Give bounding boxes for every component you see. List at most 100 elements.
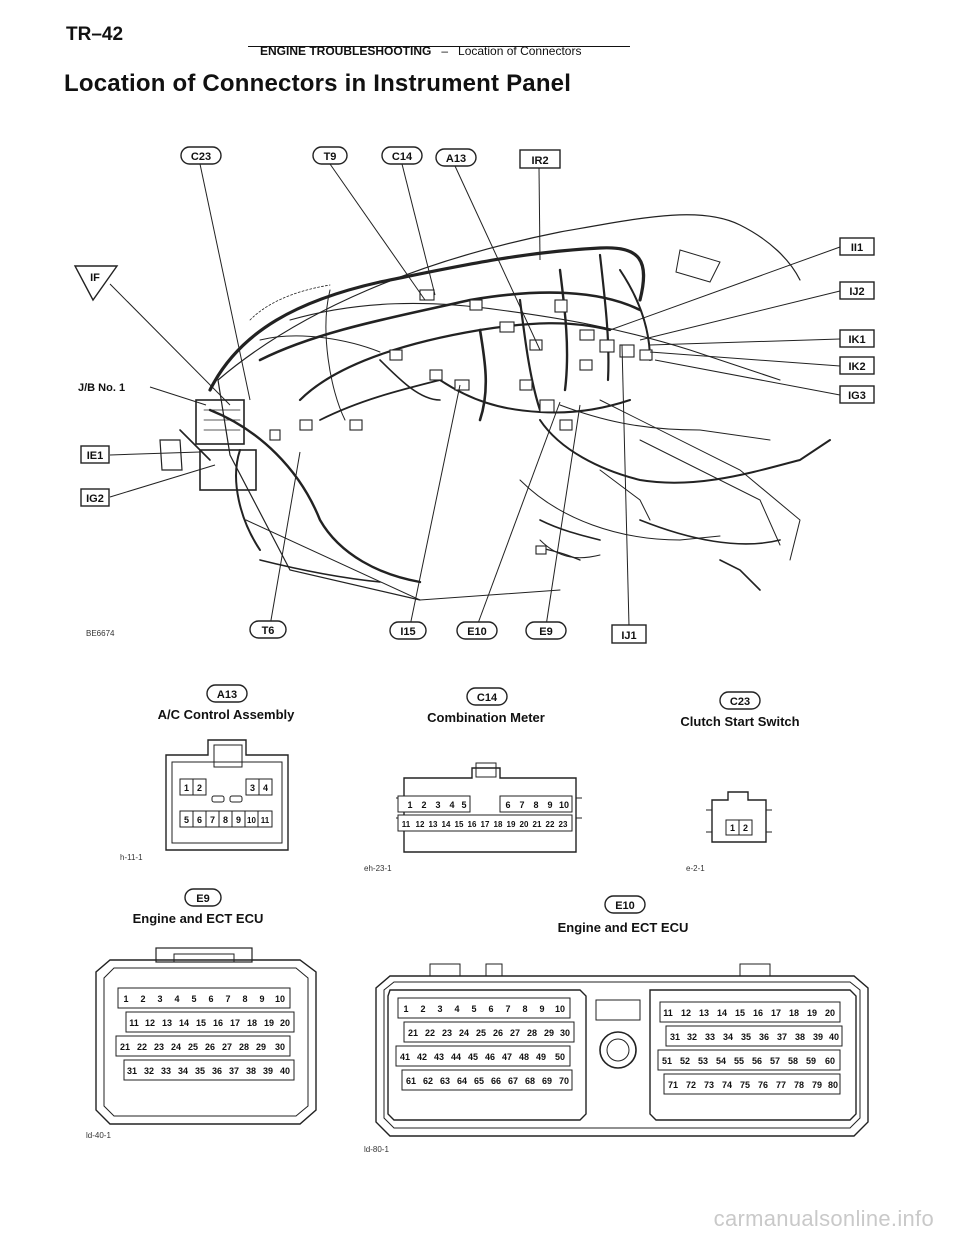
e9-pin: 1 <box>123 994 128 1004</box>
c14-code: C14 <box>477 692 498 704</box>
e10-pin: 49 <box>536 1052 546 1062</box>
e9-pin: 12 <box>145 1018 155 1028</box>
e10-pin: 23 <box>442 1028 452 1038</box>
c23-pin: 1 <box>730 823 735 833</box>
e10-pin: 10 <box>555 1004 565 1014</box>
e9-pin: 29 <box>256 1042 266 1052</box>
label-ie1: IE1 <box>87 450 104 462</box>
c14-pin: 12 <box>416 820 425 829</box>
e10-pin: 42 <box>417 1052 427 1062</box>
e10-pin: 29 <box>544 1028 554 1038</box>
e9-pin: 22 <box>137 1042 147 1052</box>
e9-pin: 31 <box>127 1066 137 1076</box>
e10-pin: 78 <box>794 1080 804 1090</box>
label-ir2: IR2 <box>531 155 548 167</box>
e10-pin: 53 <box>698 1056 708 1066</box>
label-c23: C23 <box>191 151 211 163</box>
page-number: TR–42 <box>66 24 124 45</box>
a13-pin: 9 <box>236 815 241 825</box>
e10-pin: 61 <box>406 1076 416 1086</box>
e10-pin: 45 <box>468 1052 478 1062</box>
label-jb-no1: J/B No. 1 <box>78 382 125 394</box>
c14-pin: 9 <box>547 800 552 810</box>
e9-pin: 16 <box>213 1018 223 1028</box>
e9-code: E9 <box>196 893 209 905</box>
c14-name: Combination Meter <box>427 710 545 725</box>
e10-pin: 54 <box>716 1056 726 1066</box>
e10-code: E10 <box>615 900 635 912</box>
e9-pin: 39 <box>263 1066 273 1076</box>
e9-pin: 19 <box>264 1018 274 1028</box>
e10-pin: 6 <box>488 1004 493 1014</box>
e9-pin: 18 <box>247 1018 257 1028</box>
c14-pin: 2 <box>421 800 426 810</box>
e9-code-badge <box>184 888 222 907</box>
dashboard-illustration <box>159 214 831 601</box>
c14-pin: 20 <box>520 820 529 829</box>
connector-e9: E9 Engine and ECT ECU 1 2 3 4 5 6 7 8 9 … <box>86 888 317 1140</box>
e10-pin: 19 <box>807 1008 817 1018</box>
a13-name: A/C Control Assembly <box>158 707 296 722</box>
a13-code-badge <box>206 684 248 703</box>
connector-c14: C14 Combination Meter 1 2 3 4 5 6 7 8 9 … <box>364 687 582 873</box>
e10-pin: 71 <box>668 1080 678 1090</box>
e10-pin: 56 <box>752 1056 762 1066</box>
e9-ref: ld-40-1 <box>86 1131 111 1140</box>
label-t6: T6 <box>262 625 275 637</box>
a13-pin: 2 <box>197 783 202 793</box>
c14-pin: 22 <box>546 820 555 829</box>
e9-pin: 26 <box>205 1042 215 1052</box>
subsection-title: Location of Connectors <box>458 44 582 58</box>
c14-pin: 3 <box>435 800 440 810</box>
e10-pin: 60 <box>825 1056 835 1066</box>
c14-pin: 23 <box>559 820 568 829</box>
c23-pin: 2 <box>743 823 748 833</box>
diagram-ref-code: BE6674 <box>86 629 115 638</box>
callout-shapes <box>73 146 875 644</box>
label-t9: T9 <box>324 151 337 163</box>
e9-pin: 32 <box>144 1066 154 1076</box>
label-e10: E10 <box>467 626 487 638</box>
e9-pin: 30 <box>275 1042 285 1052</box>
e10-pin: 68 <box>525 1076 535 1086</box>
e9-pin: 6 <box>208 994 213 1004</box>
e10-pin: 39 <box>813 1032 823 1042</box>
c23-code-badge <box>719 691 761 710</box>
e10-pin: 44 <box>451 1052 461 1062</box>
c14-pin: 7 <box>519 800 524 810</box>
e10-pin: 77 <box>776 1080 786 1090</box>
e10-pin: 47 <box>502 1052 512 1062</box>
label-a13: A13 <box>446 153 466 165</box>
a13-pin-grid <box>179 778 273 828</box>
e9-pin: 23 <box>154 1042 164 1052</box>
a13-pin: 3 <box>250 783 255 793</box>
e10-pin: 46 <box>485 1052 495 1062</box>
e10-pin: 34 <box>723 1032 733 1042</box>
e10-pin: 11 <box>663 1008 673 1018</box>
e10-pin: 32 <box>687 1032 697 1042</box>
e10-code-badge <box>604 895 646 914</box>
e10-pin: 52 <box>680 1056 690 1066</box>
e9-pin: 13 <box>162 1018 172 1028</box>
e10-pin: 55 <box>734 1056 744 1066</box>
running-header: ENGINE TROUBLESHOOTING–Location of Conne… <box>260 44 581 58</box>
label-ii1: II1 <box>851 242 863 254</box>
e10-pin: 69 <box>542 1076 552 1086</box>
c14-pin: 8 <box>533 800 538 810</box>
e9-pin: 28 <box>239 1042 249 1052</box>
e10-pin: 31 <box>670 1032 680 1042</box>
e9-pin: 5 <box>191 994 196 1004</box>
label-c14: C14 <box>392 151 413 163</box>
e10-pin: 12 <box>681 1008 691 1018</box>
c23-code: C23 <box>730 696 750 708</box>
callout-texts: C23 T9 C14 A13 IR2 II1 IJ2 IK1 IK2 IG3 I… <box>78 151 866 642</box>
a13-pin: 8 <box>223 815 228 825</box>
a13-ref: h-11-1 <box>120 853 143 862</box>
c14-pin: 10 <box>559 800 569 810</box>
a13-pin: 7 <box>210 815 215 825</box>
e9-pin: 36 <box>212 1066 222 1076</box>
e9-pin: 9 <box>259 994 264 1004</box>
c14-pin: 14 <box>442 820 451 829</box>
e9-pin: 37 <box>229 1066 239 1076</box>
c23-pin-grid <box>725 819 753 836</box>
